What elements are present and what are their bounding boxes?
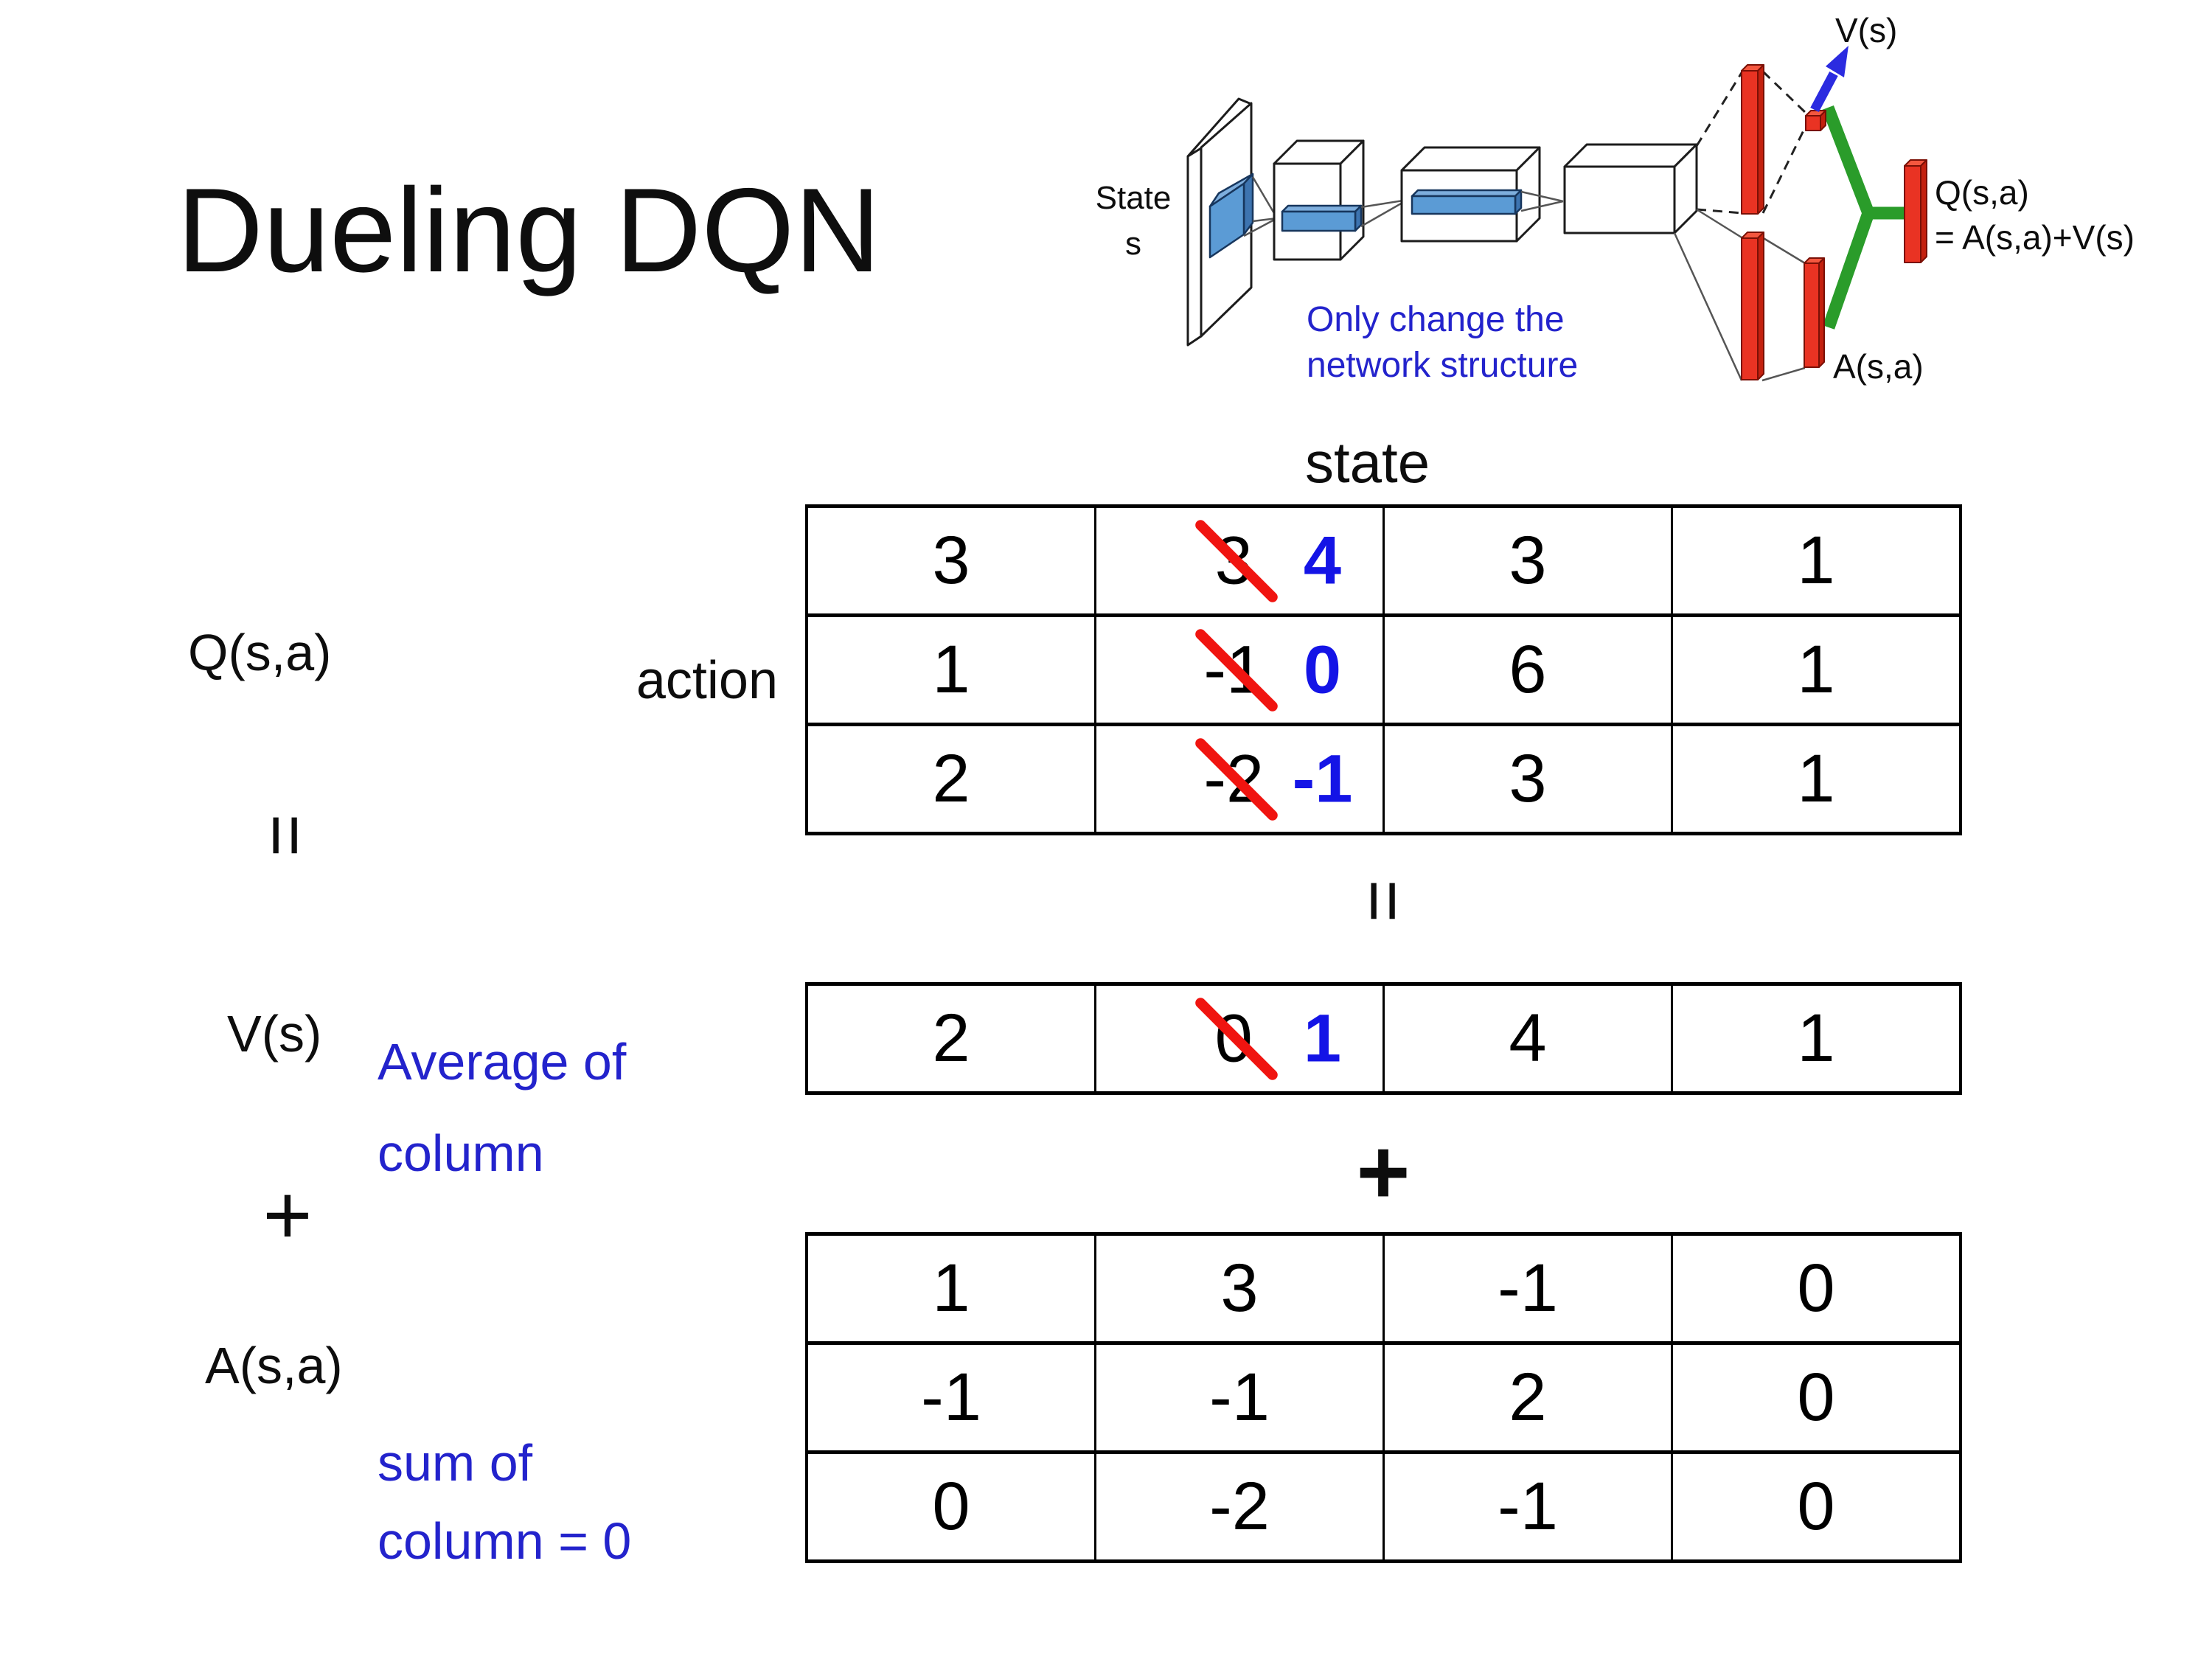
- caption-line2: network structure: [1307, 346, 1578, 385]
- a-output-bar: [1804, 257, 1825, 368]
- cell: 3: [805, 504, 1096, 617]
- table-row: -1 -1 2 0: [805, 1341, 1962, 1454]
- page-title: Dueling DQN: [177, 164, 881, 297]
- cell: 1: [805, 613, 1096, 726]
- q-value-table: 3 3 4 3 1 1 -1 0 6 1 2 -2 -1: [805, 504, 1962, 835]
- plus-middle: +: [1356, 1121, 1411, 1224]
- conv-box-3: [1563, 143, 1698, 234]
- plus-left: +: [262, 1168, 313, 1262]
- cell: 1: [1671, 982, 1962, 1095]
- q-output-label-line2: = A(s,a)+V(s): [1935, 218, 2135, 257]
- cell: 2: [805, 982, 1096, 1095]
- q-output-label-line1: Q(s,a): [1935, 173, 2029, 212]
- state-axis-label: state: [1305, 430, 1430, 495]
- v-node-cube: [1805, 110, 1826, 131]
- fc-bar-lower: [1741, 232, 1764, 380]
- cell: -1: [805, 1341, 1096, 1454]
- cone-lines-2: [1360, 198, 1408, 228]
- new-value: 1: [1303, 1001, 1342, 1076]
- cell: 4: [1382, 982, 1673, 1095]
- cell: -1: [1382, 1450, 1673, 1563]
- sum-note-line1: sum of: [378, 1434, 533, 1492]
- conv-filter-icon: [1208, 173, 1254, 259]
- table-row: 3 3 4 3 1: [805, 504, 1962, 617]
- merge-green-lines: [1822, 105, 1905, 330]
- state-input-label: State: [1096, 180, 1172, 216]
- new-value: 0: [1303, 632, 1342, 707]
- cell: 0: [1671, 1341, 1962, 1454]
- v-output-label: V(s): [1835, 11, 1897, 49]
- cell: 2: [805, 723, 1096, 835]
- new-value: 4: [1303, 523, 1342, 598]
- table-row: 0 -2 -1 0: [805, 1450, 1962, 1563]
- table-row: 2 0 1 4 1: [805, 982, 1962, 1095]
- struck-cell: -1 0: [1094, 613, 1385, 726]
- v-value-row: 2 0 1 4 1: [805, 982, 1962, 1095]
- table-row: 1 3 -1 0: [805, 1232, 1962, 1345]
- cone-lines-3: [1520, 190, 1564, 212]
- a-matrix-label: A(s,a): [205, 1337, 343, 1394]
- cell: 0: [805, 1450, 1096, 1563]
- cell: 3: [1382, 723, 1673, 835]
- cell: 1: [1671, 613, 1962, 726]
- cell: -1: [1094, 1341, 1385, 1454]
- cell: 3: [1382, 504, 1673, 617]
- cell: 0: [1671, 1232, 1962, 1345]
- cell: 1: [1671, 723, 1962, 835]
- v-matrix-label: V(s): [227, 1005, 322, 1062]
- v-arrow-icon: [1810, 46, 1848, 113]
- average-note-line2: column: [378, 1124, 544, 1182]
- feature-bar-2: [1411, 189, 1523, 215]
- q-matrix-label: Q(s,a): [188, 624, 332, 681]
- cell: 2: [1382, 1341, 1673, 1454]
- conv-box-1: [1273, 139, 1365, 261]
- cell: 3: [1094, 1232, 1385, 1345]
- average-note-line1: Average of: [378, 1033, 627, 1091]
- fc-fan-lines: [1673, 70, 1807, 382]
- sum-note-line2: column = 0: [378, 1512, 632, 1570]
- cell: 1: [1671, 504, 1962, 617]
- cell: -2: [1094, 1450, 1385, 1563]
- cell: 6: [1382, 613, 1673, 726]
- dueling-network-diagram: State s V(s) Q(s,a) = A(s,a)+V(s) A(s,a)…: [1096, 11, 2135, 386]
- caption-line1: Only change the: [1307, 300, 1565, 339]
- action-axis-label: action: [636, 651, 778, 710]
- struck-cell: -2 -1: [1094, 723, 1385, 835]
- table-row: 1 -1 0 6 1: [805, 613, 1962, 726]
- cell: 1: [805, 1232, 1096, 1345]
- new-value: -1: [1292, 741, 1353, 816]
- equals-middle: =: [1342, 879, 1425, 923]
- cell: 0: [1671, 1450, 1962, 1563]
- advantage-table: 1 3 -1 0 -1 -1 2 0 0 -2 -1 0: [805, 1232, 1962, 1563]
- feature-bar-1: [1281, 204, 1363, 232]
- struck-cell: 3 4: [1094, 504, 1385, 617]
- struck-cell: 0 1: [1094, 982, 1385, 1095]
- q-output-bar: [1904, 159, 1927, 263]
- a-output-label: A(s,a): [1833, 347, 1924, 386]
- state-input-sub: s: [1125, 226, 1141, 262]
- fc-bar-upper: [1741, 64, 1764, 215]
- cell: -1: [1382, 1232, 1673, 1345]
- equals-left: =: [244, 813, 327, 858]
- table-row: 2 -2 -1 3 1: [805, 723, 1962, 835]
